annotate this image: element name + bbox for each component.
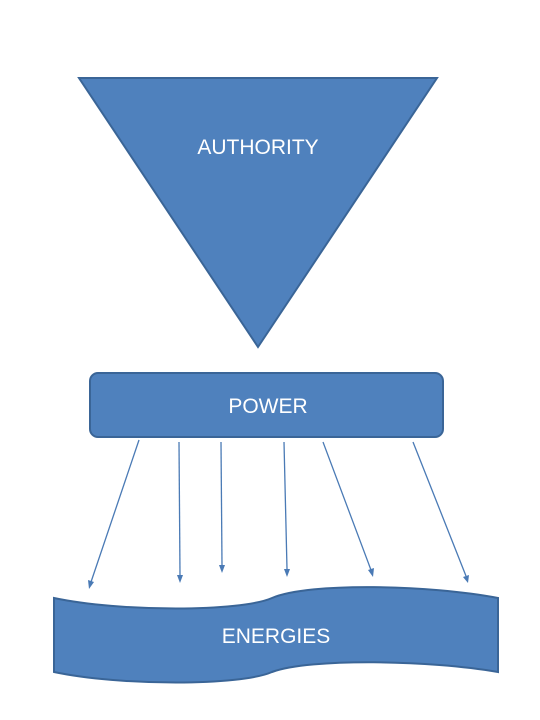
power-label: POWER [228, 395, 307, 418]
authority-triangle [77, 77, 439, 349]
arrow-1 [88, 439, 140, 589]
energies-shape-group: ENERGIES [53, 586, 499, 684]
energies-label: ENERGIES [222, 625, 331, 648]
power-shape-group: POWER [89, 372, 444, 438]
arrow-4 [283, 441, 290, 577]
authority-shape-group: AUTHORITY [77, 77, 439, 349]
authority-label: AUTHORITY [197, 136, 318, 159]
energies-banner [53, 586, 499, 684]
connector-arrows [88, 439, 469, 589]
power-box [89, 372, 444, 438]
arrow-5 [322, 441, 374, 577]
arrow-3 [219, 441, 225, 573]
arrow-2 [177, 441, 183, 583]
arrow-6 [412, 441, 469, 583]
